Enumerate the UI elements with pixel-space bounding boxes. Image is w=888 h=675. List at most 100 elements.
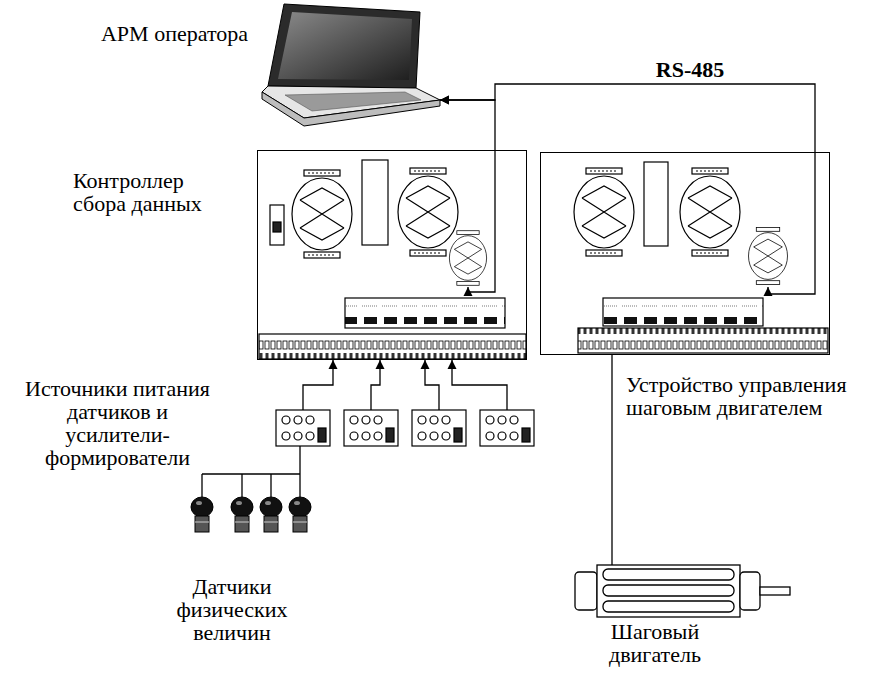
- operator-laptop: АРМ оператора: [258, 4, 440, 128]
- controller-internals-part: [259, 334, 526, 359]
- node-label: Шаговый двигатель: [595, 620, 715, 666]
- sensor-icons-part-part: [264, 516, 278, 532]
- node-label: Контроллер сбора данных: [73, 169, 223, 215]
- sensor-wire-part: [202, 473, 300, 474]
- driver-internals-part-part: [692, 168, 728, 174]
- connector-line: [611, 355, 612, 565]
- sensor-wire-part: [270, 474, 271, 497]
- signal-wire-part: [452, 360, 507, 410]
- amplifier-modules-part: [510, 432, 518, 440]
- sensor-icons-part-part: [196, 501, 202, 505]
- driver-internals-part-part: [688, 186, 732, 238]
- controller-internals-part: [345, 298, 505, 328]
- sensor-icons-part-part: [289, 497, 311, 517]
- sensor-icons-part-part: [294, 501, 300, 505]
- driver-internals-part-part: [586, 168, 622, 174]
- driver-internals-part-part: [680, 176, 740, 248]
- amplifier-modules-part: [318, 428, 326, 442]
- amplifier-modules-part: [374, 432, 382, 440]
- signal-wire-part: [425, 360, 439, 410]
- sensor-icons-part: [260, 497, 282, 532]
- laptop-illustration-part: [278, 12, 412, 80]
- sensor-icons-part-part: [293, 522, 307, 523]
- amplifier-modules-part: [510, 416, 518, 424]
- amplifier-modules-part: [486, 432, 494, 440]
- motor-illustration-part: [603, 569, 734, 580]
- motor-illustration-part: [760, 587, 790, 595]
- driver-internals-part-part: [749, 233, 788, 280]
- amplifier-modules-part: [442, 432, 450, 440]
- motor-illustration-part: [575, 572, 597, 610]
- sensor-wire-part: [299, 490, 300, 497]
- sensor-icons-part-part: [264, 522, 278, 523]
- amplifier-modules-part: [306, 432, 314, 440]
- connector-line: [440, 100, 495, 292]
- amplifier-modules-part: [412, 410, 466, 446]
- amplifier-modules-part: [350, 416, 358, 424]
- driver-internals-part: [749, 227, 788, 284]
- connector-line: [440, 84, 815, 294]
- node-label: Источники питания датчиков и усилители-ф…: [15, 377, 220, 469]
- driver-internals-part-part: [574, 176, 634, 248]
- connector-line: [299, 446, 300, 490]
- amplifier-modules-part: [306, 416, 314, 424]
- amplifier-modules-part: [418, 416, 426, 424]
- driver-internals-part-part: [696, 252, 724, 253]
- sensor-icons-part-part: [265, 501, 271, 505]
- amplifier-modules-part: [282, 432, 290, 440]
- controller-internals: [259, 160, 526, 359]
- controller-internals-part-part: [304, 252, 340, 258]
- controller-internals-part-part: [457, 231, 479, 235]
- driver-internals-part-part: [590, 170, 618, 171]
- amplifier-modules-part: [294, 432, 302, 440]
- driver-internals-part: [574, 168, 634, 256]
- sensor-icons-part-part: [293, 516, 307, 532]
- laptop-illustration-part: [268, 4, 420, 88]
- driver-internals-part-part: [756, 281, 779, 285]
- controller-internals-part-part: [410, 250, 446, 256]
- controller-internals-part-part: [308, 254, 336, 255]
- amplifier-modules-part: [418, 432, 426, 440]
- sensor-icons-part-part: [235, 516, 249, 532]
- controller-internals-part: [273, 222, 281, 232]
- driver-box: Устройство управления шаговым двигателем: [540, 152, 830, 355]
- motor-illustration-part: [597, 565, 740, 617]
- sensor-icons-part: [289, 497, 311, 532]
- amplifier-modules-part: [480, 410, 534, 446]
- signal-wire-part: [371, 360, 380, 410]
- controller-internals-part-part: [414, 252, 442, 253]
- controller-internals-part-part: [304, 170, 340, 176]
- controller-internals-part-part: [454, 242, 481, 274]
- sensor-icons-part: [191, 497, 213, 532]
- amplifier-modules-part: [454, 428, 462, 442]
- sensor-icons-part-part: [195, 516, 209, 532]
- sensor-wire-part: [201, 474, 202, 497]
- sensor-icons-part: [231, 497, 253, 532]
- driver-internals-part-part: [586, 250, 622, 256]
- amplifier-modules-part: [344, 410, 398, 446]
- amplifier-modules-part: [430, 416, 438, 424]
- controller-internals-part-part: [410, 168, 446, 174]
- driver-internals: [574, 162, 828, 353]
- controller-internals-part: [270, 205, 284, 245]
- motor-illustration-part: [603, 601, 734, 612]
- driver-internals-part-part: [696, 170, 724, 171]
- amplifier-modules-part: [430, 432, 438, 440]
- laptop-illustration-part: [262, 92, 440, 126]
- driver-internals-part: [680, 168, 740, 256]
- sensor-wire: [202, 474, 300, 497]
- sensor-group: Датчики физических величин: [190, 490, 312, 538]
- connector-line: [303, 360, 333, 410]
- controller-internals-part-part: [308, 172, 336, 173]
- controller-internals-part-part: [414, 170, 442, 171]
- sensor-icons: [191, 497, 311, 532]
- sensor-icons-part-part: [236, 501, 242, 505]
- controller-internals-part: [398, 168, 458, 256]
- motor-illustration-part: [740, 572, 760, 610]
- bus-label: RS-485: [653, 58, 727, 81]
- sensor-icons-part-part: [195, 522, 209, 523]
- driver-internals-part-part: [754, 239, 783, 273]
